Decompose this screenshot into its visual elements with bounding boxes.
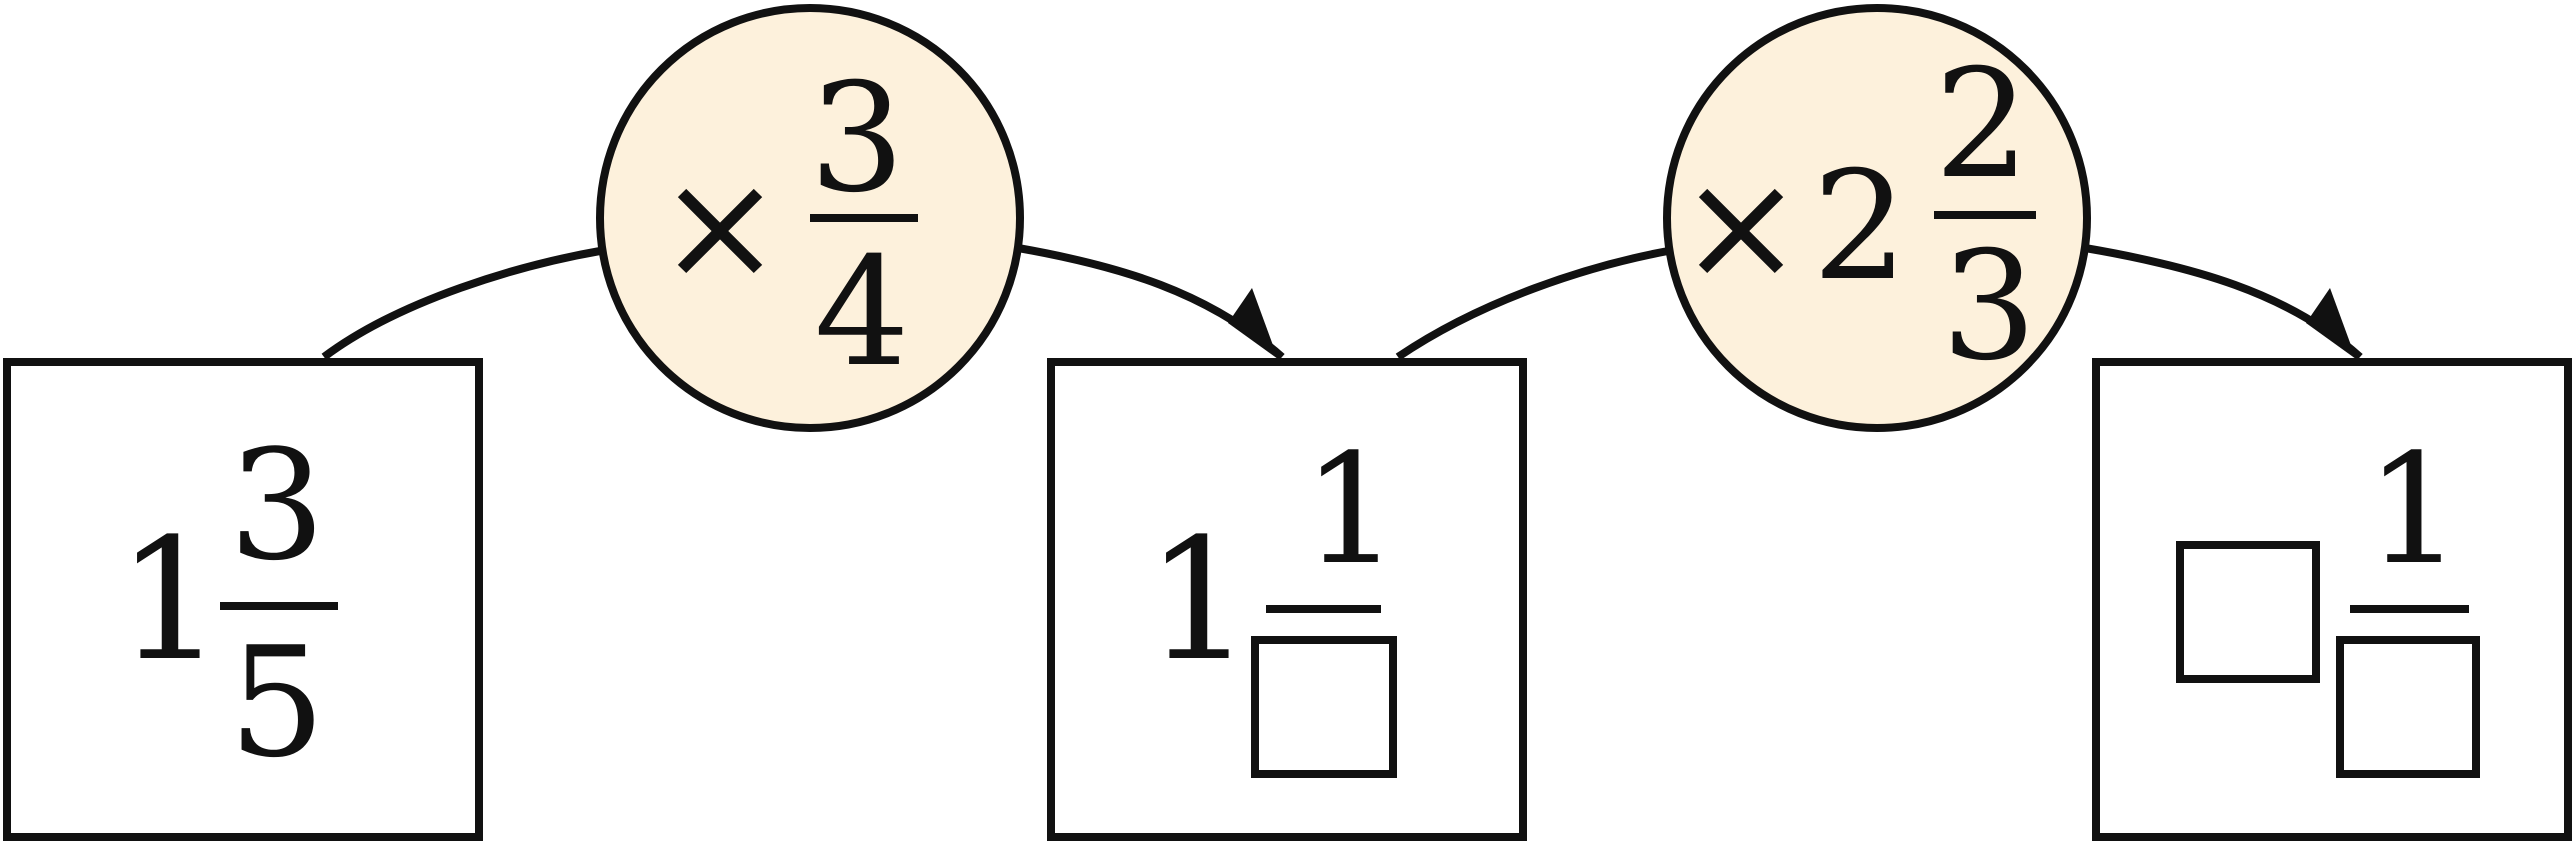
- operator-1-denominator: 4: [814, 226, 909, 400]
- arrowhead-middle-to-end: [2306, 288, 2356, 359]
- arrow-middle-to-end: [2084, 244, 2363, 360]
- arrowhead-start-to-middle: [1228, 288, 1278, 359]
- start-denominator: 5: [229, 614, 326, 791]
- start-numerator: 3: [229, 417, 326, 594]
- arrow-middle-to-end: [1395, 247, 1669, 361]
- end-numerator: 1: [2366, 421, 2463, 598]
- operator-2-denominator: 3: [1941, 220, 2036, 394]
- middle-whole: 1: [1146, 502, 1253, 698]
- end-whole-blank: [2176, 541, 2320, 683]
- start-whole: 1: [117, 502, 224, 698]
- operator-2-symbol: ×: [1678, 140, 1804, 314]
- middle-numerator: 1: [1303, 421, 1400, 598]
- end-box: [2092, 358, 2572, 841]
- operator-2-whole: 2: [1812, 140, 1907, 314]
- operator-circle-2: [1663, 4, 2091, 432]
- middle-box: [1047, 358, 1527, 841]
- end-denominator-blank: [2336, 636, 2480, 778]
- operator-1-numerator: 3: [809, 52, 904, 226]
- operator-2-numerator: 2: [1934, 38, 2029, 212]
- arrow-start-to-middle: [321, 247, 601, 361]
- operator-1-symbol: ×: [657, 140, 783, 314]
- start-box: [3, 358, 483, 841]
- middle-denominator-blank: [1251, 636, 1397, 778]
